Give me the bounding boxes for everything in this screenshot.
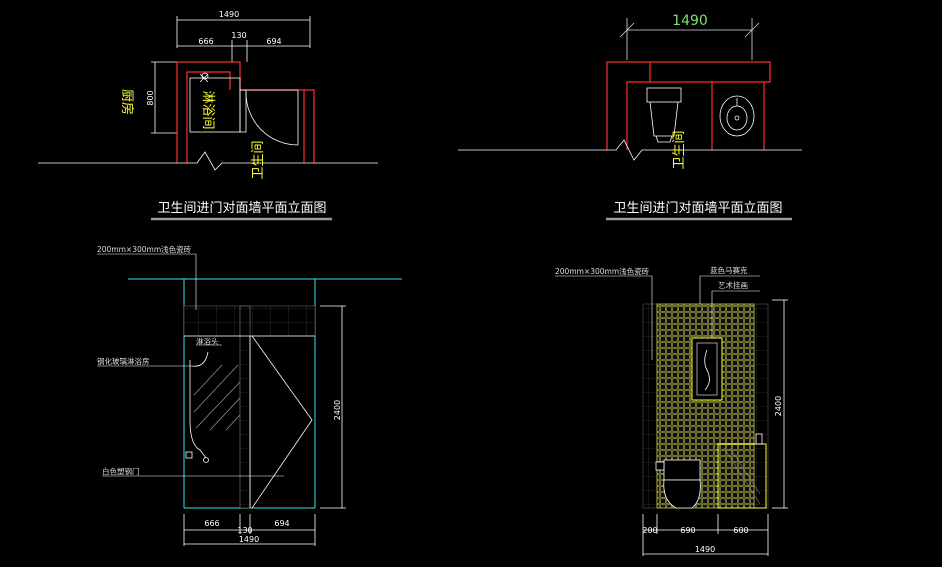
elev-left: 200mm×300mm浅色瓷砖 淋浴头 钢化玻璃淋浴房 白色塑钢门 2400 6… bbox=[97, 244, 402, 546]
plan-left-label-kitchen: 厨房 bbox=[119, 89, 135, 115]
titles: 卫生间进门对面墙平面立面图 卫生间进门对面墙平面立面图 bbox=[151, 201, 792, 221]
elev-right-shower bbox=[717, 443, 767, 509]
plan-left-shower bbox=[189, 72, 247, 133]
elev-left-dim-height: 2400 bbox=[333, 400, 342, 420]
elev-right-tile-left bbox=[642, 303, 658, 509]
elev-left-note-door: 白色塑钢门 bbox=[102, 466, 140, 476]
elev-left-dim-b: 130 bbox=[237, 526, 252, 535]
elev-right-dim-a: 200 bbox=[642, 526, 657, 535]
elev-left-note-glass: 钢化玻璃淋浴房 bbox=[97, 356, 150, 366]
elev-left-leaders bbox=[97, 253, 284, 477]
elev-right-dim-b: 690 bbox=[680, 526, 695, 535]
elev-left-glass-hatch bbox=[193, 364, 241, 431]
elev-right-note-mirror: 艺术挂画 bbox=[718, 280, 748, 290]
plan-left-label-bath: 卫生间 bbox=[251, 140, 266, 179]
elev-right-dim-total: 1490 bbox=[695, 545, 715, 554]
plan-right-toilet bbox=[646, 87, 682, 143]
elev-left-dim-total: 1490 bbox=[239, 535, 259, 544]
plan-left: 1490 666 130 694 800 厨房 淋浴间 卫生间 bbox=[38, 10, 378, 180]
elev-left-note-shower-head: 淋浴头 bbox=[196, 336, 219, 346]
elev-right: 200mm×300mm浅色瓷砖 蓝色马赛克 艺术挂画 2400 200 690 … bbox=[555, 265, 788, 556]
plan-left-dim-b: 130 bbox=[231, 31, 246, 40]
plan-left-dim-c: 694 bbox=[266, 37, 281, 46]
plan-left-dim-a: 666 bbox=[198, 37, 213, 46]
plan-left-dim-total: 1490 bbox=[219, 10, 239, 19]
plan-right-sink bbox=[719, 95, 755, 137]
elev-left-note-tile: 200mm×300mm浅色瓷砖 bbox=[97, 244, 192, 254]
plan-right: 1490 卫生间 bbox=[458, 13, 802, 170]
elev-left-dim-c: 694 bbox=[274, 519, 289, 528]
elev-right-bottom-dims bbox=[642, 514, 769, 556]
plan-left-door bbox=[245, 89, 299, 146]
title-left: 卫生间进门对面墙平面立面图 bbox=[157, 201, 326, 216]
plan-right-dim-total: 1490 bbox=[672, 13, 708, 29]
plan-left-dim-height: 800 bbox=[146, 90, 155, 105]
plan-left-label-shower: 淋浴间 bbox=[200, 90, 215, 129]
plan-right-label-bath: 卫生间 bbox=[672, 130, 687, 169]
plan-right-walls bbox=[606, 61, 771, 150]
elev-right-faucet bbox=[755, 433, 763, 445]
elev-right-dim-c: 600 bbox=[733, 526, 748, 535]
plan-left-walls bbox=[176, 61, 315, 163]
plan-right-ground-line bbox=[458, 139, 802, 161]
elev-right-art-frame bbox=[691, 337, 723, 401]
elev-right-leaders bbox=[555, 275, 760, 360]
elev-left-dim-a: 666 bbox=[204, 519, 219, 528]
title-right: 卫生间进门对面墙平面立面图 bbox=[613, 201, 782, 216]
plan-left-dimensions bbox=[151, 16, 311, 134]
elev-left-door bbox=[184, 335, 315, 509]
elev-right-note-mosaic: 蓝色马赛克 bbox=[710, 265, 748, 275]
elev-left-height-dim bbox=[320, 305, 346, 509]
elev-right-height-dim bbox=[772, 299, 788, 509]
elev-right-note-tile: 200mm×300mm浅色瓷砖 bbox=[555, 266, 650, 276]
elev-left-bottom-dims bbox=[183, 514, 316, 546]
plan-left-ground-line bbox=[38, 151, 378, 171]
elev-right-dim-height: 2400 bbox=[774, 396, 783, 416]
plan-right-dimensions bbox=[619, 18, 760, 60]
elev-right-toilet bbox=[655, 459, 701, 509]
elev-left-shower-pipe bbox=[185, 351, 209, 463]
